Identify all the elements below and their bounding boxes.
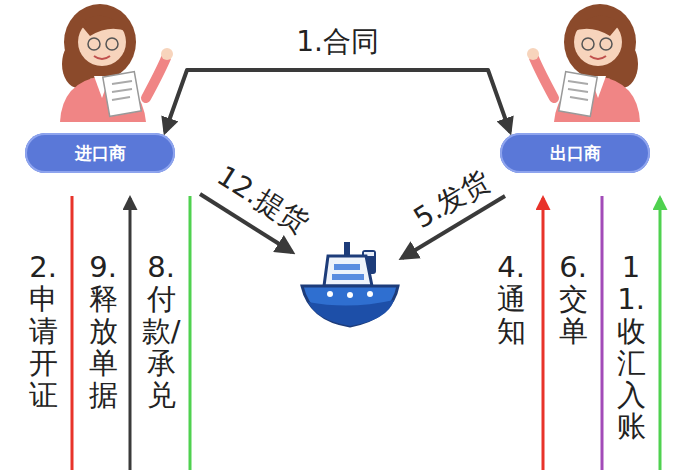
payment-line <box>189 196 192 470</box>
porthole <box>367 291 373 297</box>
hull <box>302 286 398 326</box>
cabin <box>324 256 372 286</box>
contract-connector <box>165 70 510 132</box>
receipt-arrow <box>659 198 662 470</box>
party-pill: 进口商 <box>25 133 175 173</box>
arm <box>146 58 166 98</box>
importer-figure <box>60 4 173 122</box>
glasses <box>582 38 594 50</box>
step-label: 4. 通知 <box>490 252 532 348</box>
porthole <box>327 291 333 297</box>
step-label: 6. 交单 <box>552 252 594 348</box>
glasses <box>88 38 100 50</box>
step-label: 9. 释放单据 <box>82 252 124 411</box>
document-lines <box>112 81 132 100</box>
apply-credit-line <box>71 196 74 470</box>
mast <box>344 242 350 256</box>
present-docs-line <box>601 196 604 470</box>
porthole <box>347 292 353 298</box>
hand <box>161 48 173 60</box>
fringe <box>572 16 620 36</box>
party-name: 出口商 <box>550 142 601 165</box>
mouth <box>590 56 606 59</box>
step-label: 5.发货 <box>408 165 495 234</box>
document-lines <box>568 81 588 100</box>
step-label: 1.合同 <box>292 27 383 58</box>
fringe <box>80 16 128 36</box>
hull-bottom <box>308 300 394 326</box>
step-label: 8. 付款/承兑 <box>140 252 182 411</box>
party-pill: 出口商 <box>500 133 650 173</box>
cabin-windows <box>334 264 360 270</box>
glasses <box>600 38 612 50</box>
step-label: 12.提货 <box>211 160 313 239</box>
arm <box>534 58 554 98</box>
cabin-windows <box>332 274 364 280</box>
notify-arrow <box>542 198 545 470</box>
hand <box>527 48 539 60</box>
party-name: 进口商 <box>75 142 126 165</box>
release-docs-arrow <box>129 198 132 470</box>
document <box>559 72 597 117</box>
ship-icon <box>302 242 398 326</box>
exporter-figure <box>527 4 640 122</box>
step-label: 2. 申请开证 <box>22 252 64 411</box>
document <box>103 72 141 117</box>
mouth <box>94 56 110 59</box>
step-label: 11. 收汇入账 <box>610 252 652 443</box>
glasses <box>106 38 118 50</box>
